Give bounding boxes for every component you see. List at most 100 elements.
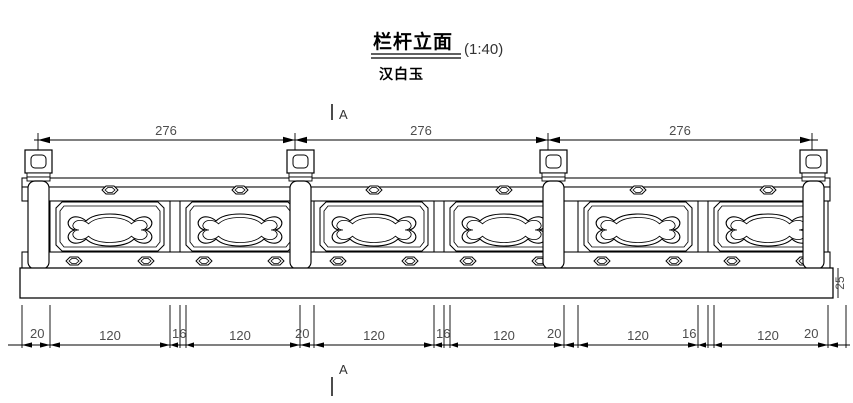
- railing-post: [799, 149, 828, 270]
- arrow-top-2-right: [548, 136, 560, 144]
- title-block: 栏杆立面 (1:40) 汉白玉: [371, 30, 503, 83]
- rosette-hex: [401, 256, 419, 266]
- dim-label-top-1: 276: [410, 123, 432, 138]
- rosette-hex: [195, 256, 213, 266]
- dim-label-top-2: 276: [669, 123, 691, 138]
- base-height-dimension: 25: [833, 268, 847, 298]
- arrow-bot-a10: [698, 342, 706, 348]
- post-capital-inset: [805, 154, 822, 169]
- rosette-hex: [629, 185, 647, 195]
- dim-label-bot-7: 120: [493, 328, 515, 343]
- arrow-bot-a7: [450, 342, 458, 348]
- arrow-top-1-left: [283, 136, 295, 144]
- railing-post: [24, 149, 53, 270]
- top-dimension-ticks: [38, 136, 812, 144]
- rosette-hex: [365, 185, 383, 195]
- arrow-bot-a8: [564, 342, 574, 348]
- dim-label-bot-1: 120: [99, 328, 121, 343]
- railing-panel: [49, 185, 171, 266]
- post-neck-band-2: [801, 176, 826, 182]
- arrow-top-2-left: [536, 136, 548, 144]
- cloud-cartouche-inner: [202, 217, 278, 243]
- arrow-bot-b1: [160, 342, 170, 348]
- railing-post: [539, 149, 568, 270]
- arrow-bot-b9: [688, 342, 698, 348]
- dim-label-bot-6: 16: [436, 326, 450, 341]
- arrow-top-3-left: [800, 136, 812, 144]
- section-letter-top: A: [339, 107, 348, 122]
- railing-panel: [179, 185, 301, 266]
- rosette-hex: [101, 185, 119, 195]
- post-shaft: [27, 180, 50, 270]
- rosette-hex: [723, 256, 741, 266]
- arrow-bot-a11: [714, 342, 722, 348]
- post-capital-inset: [545, 154, 562, 169]
- dim-label-bot-8: 20: [547, 326, 561, 341]
- post-shaft: [289, 180, 312, 270]
- cloud-cartouche-inner: [466, 217, 542, 243]
- railing-panel: [577, 185, 699, 266]
- arrow-bot-a3: [186, 342, 194, 348]
- arrow-top-0-right: [38, 136, 50, 144]
- rosette-hex: [267, 256, 285, 266]
- base-slab-outline: [19, 267, 834, 299]
- arrow-bot-b7: [554, 342, 564, 348]
- arrow-bot-b0: [40, 342, 50, 348]
- rosette-hex: [495, 185, 513, 195]
- arrow-bot-b11: [818, 342, 828, 348]
- section-letter-bottom: A: [339, 362, 348, 377]
- post-neck-band-1: [541, 172, 566, 178]
- post-neck-band-1: [26, 172, 51, 178]
- section-marker-bottom: A: [331, 362, 348, 396]
- top-dimension-labels: 276 276 276: [155, 123, 691, 138]
- arrow-top-1-right: [295, 136, 307, 144]
- railing-post: [286, 149, 315, 270]
- rosette-hex: [593, 256, 611, 266]
- dim-label-bot-3: 120: [229, 328, 251, 343]
- drawing-scale: (1:40): [464, 41, 503, 58]
- rosette-hex: [759, 185, 777, 195]
- post-neck-band-2: [288, 176, 313, 182]
- post-capital-inset: [292, 154, 309, 169]
- dim-label-bot-12: 20: [804, 326, 818, 341]
- rosette-hex: [65, 256, 83, 266]
- arrow-bot-b5: [424, 342, 434, 348]
- top-rail-upper-band: [21, 177, 831, 188]
- arrow-bot-a2: [170, 342, 178, 348]
- rosette-hex: [329, 256, 347, 266]
- post-neck-band-1: [801, 172, 826, 178]
- post-neck-band-2: [26, 176, 51, 182]
- top-rail-lower-band: [21, 186, 831, 202]
- dim-label-base-height: 25: [833, 276, 847, 290]
- arrow-bot-b3: [290, 342, 300, 348]
- dim-label-bot-4: 20: [295, 326, 309, 341]
- arrow-bot-a12: [828, 342, 838, 348]
- post-shaft: [542, 180, 565, 270]
- arrow-bot-a9: [578, 342, 588, 348]
- dim-label-bot-9: 120: [627, 328, 649, 343]
- rosette-hex: [665, 256, 683, 266]
- dim-label-bot-10: 16: [682, 326, 696, 341]
- dim-label-bot-11: 120: [757, 328, 779, 343]
- top-rail: [21, 177, 831, 202]
- top-dimension-chain: [34, 133, 818, 158]
- arrow-bot-a0: [22, 342, 32, 348]
- section-marker-top: A: [331, 104, 348, 122]
- arrow-bot-a5: [314, 342, 324, 348]
- post-capital-inset: [30, 154, 47, 169]
- cloud-cartouche-inner: [600, 217, 676, 243]
- bottom-dimension-chain: 20 120 16 120 20 120 16 120 20 120 16 12…: [8, 305, 850, 348]
- dim-label-top-0: 276: [155, 123, 177, 138]
- arrow-bot-a1: [50, 342, 60, 348]
- dim-label-bot-5: 120: [363, 328, 385, 343]
- drawing-title: 栏杆立面: [373, 30, 453, 53]
- railing-elevation: [19, 149, 834, 299]
- rosette-hex: [231, 185, 249, 195]
- material-label: 汉白玉: [379, 66, 424, 83]
- rosette-hex: [137, 256, 155, 266]
- base-slab: [19, 267, 834, 299]
- post-shaft: [802, 180, 825, 270]
- post-neck-band-2: [541, 176, 566, 182]
- cloud-cartouche-inner: [72, 217, 148, 243]
